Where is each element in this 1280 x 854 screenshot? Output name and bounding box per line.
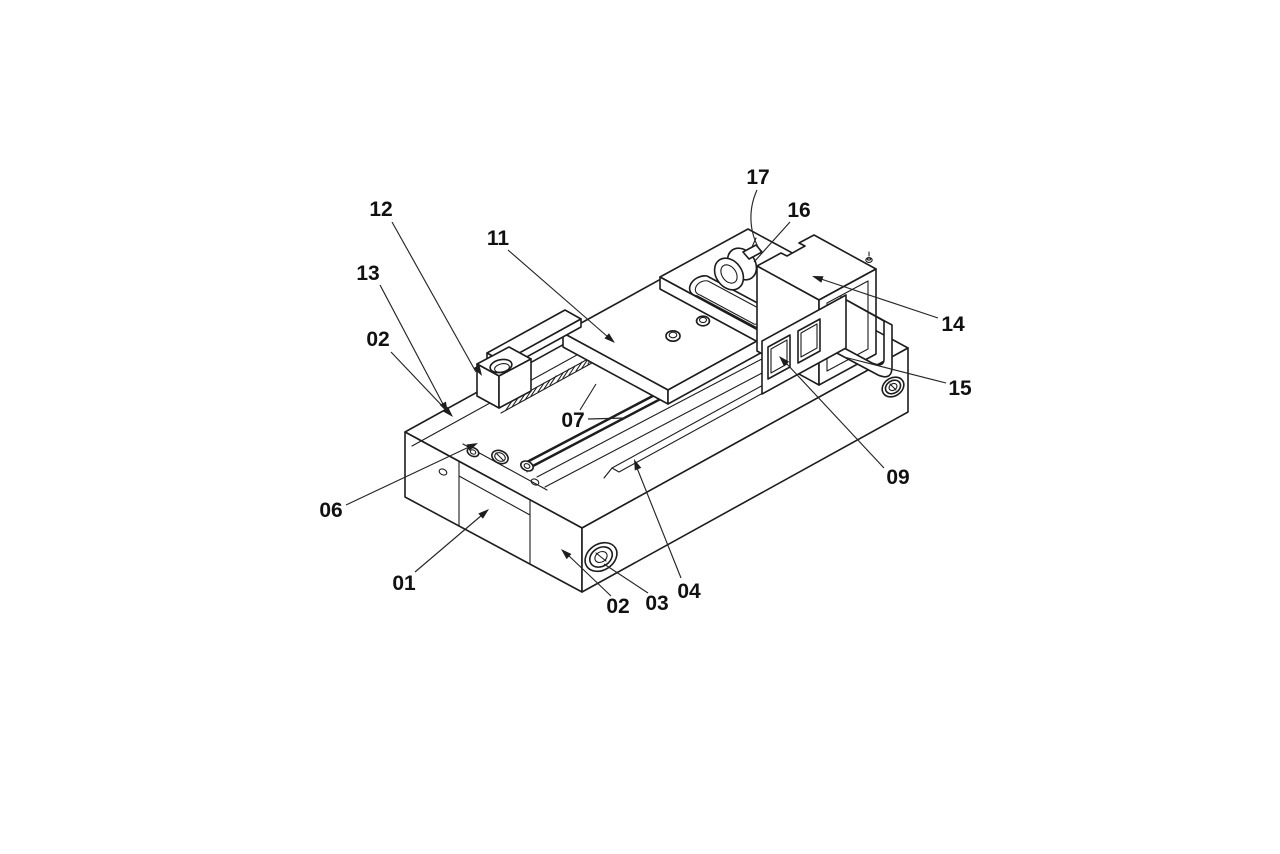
- table-screw-ticks: [665, 333, 681, 339]
- coupling: [713, 237, 763, 291]
- arrowhead-02-upper: [442, 406, 453, 417]
- ref-label-09: 09: [886, 466, 909, 489]
- arrowhead-14: [812, 276, 824, 283]
- screw-head: [519, 460, 535, 472]
- screw-slot-line: [495, 452, 505, 462]
- leader-06: [345, 446, 470, 506]
- leader-12: [391, 221, 477, 373]
- ref-label-04: 04: [677, 580, 701, 603]
- leader-03: [603, 563, 649, 594]
- leader-lines: [345, 189, 947, 597]
- base-end-face-joints: [458, 461, 531, 565]
- table-screw-top: [668, 331, 678, 339]
- block-bore-inner: [494, 363, 510, 373]
- ref-label-17: 17: [746, 166, 769, 189]
- window-frame: [797, 318, 821, 364]
- leader-13: [379, 284, 445, 407]
- coupling-bore: [720, 264, 738, 284]
- box-screw-top: [866, 257, 872, 261]
- leader-01: [414, 514, 483, 573]
- arrowhead-12: [473, 364, 482, 376]
- screw-slot: [523, 463, 531, 469]
- front-bolt: [584, 541, 618, 573]
- bolt-slot: [595, 552, 607, 562]
- screw-slot: [469, 449, 477, 455]
- arrowhead-02-lower: [561, 549, 572, 560]
- ref-label-14: 14: [941, 313, 965, 336]
- leader-07: [579, 383, 626, 420]
- leader-11: [507, 249, 609, 338]
- ref-label-01: 01: [392, 572, 416, 595]
- ref-label-02-lower: 02: [606, 595, 629, 618]
- ref-label-03: 03: [645, 592, 668, 615]
- reference-labels: 12 11 13 02 17 16 14 15 07 06 09 01 02 0…: [319, 166, 972, 618]
- ref-label-02-upper: 02: [366, 328, 389, 351]
- leader-16: [753, 221, 791, 263]
- bolt-slot: [889, 383, 897, 391]
- leader-02-upper: [390, 351, 448, 412]
- bolt-head: [884, 379, 902, 395]
- end-bolt: [881, 376, 905, 398]
- base-front-face: [581, 347, 909, 593]
- leader-02-lower: [567, 554, 612, 597]
- ref-label-11: 11: [487, 227, 510, 250]
- arrowhead-11: [604, 333, 615, 343]
- ref-label-07: 07: [561, 409, 584, 432]
- ref-label-06: 06: [319, 499, 342, 522]
- screw-hex: [494, 452, 506, 462]
- leader-17: [750, 189, 762, 253]
- base-groove: [603, 326, 877, 479]
- bolt-socket: [888, 382, 898, 392]
- bolt-socket: [594, 550, 608, 564]
- table-screw-ticks: [696, 318, 710, 324]
- rail-screws: [466, 446, 535, 472]
- block-front-face: [498, 358, 532, 409]
- arrowhead-06: [466, 443, 478, 451]
- end-block: [476, 346, 532, 409]
- ref-label-15: 15: [948, 377, 972, 400]
- coupling-front-ring: [713, 257, 745, 291]
- leader-15: [843, 356, 947, 384]
- leader-04: [636, 467, 682, 579]
- window-bridge: [761, 294, 847, 395]
- ref-label-12: 12: [369, 198, 392, 221]
- ref-label-13: 13: [356, 262, 379, 285]
- table-screw-top: [698, 316, 708, 324]
- dowel-hole: [530, 478, 540, 486]
- arrowhead-04: [634, 459, 642, 471]
- dowel-hole: [438, 468, 448, 476]
- ref-label-16: 16: [787, 199, 810, 222]
- window-opening: [800, 323, 818, 358]
- leader-09: [785, 362, 885, 469]
- arrowhead-09: [779, 356, 790, 367]
- arrowhead-01: [478, 509, 489, 519]
- leader-14: [820, 278, 939, 319]
